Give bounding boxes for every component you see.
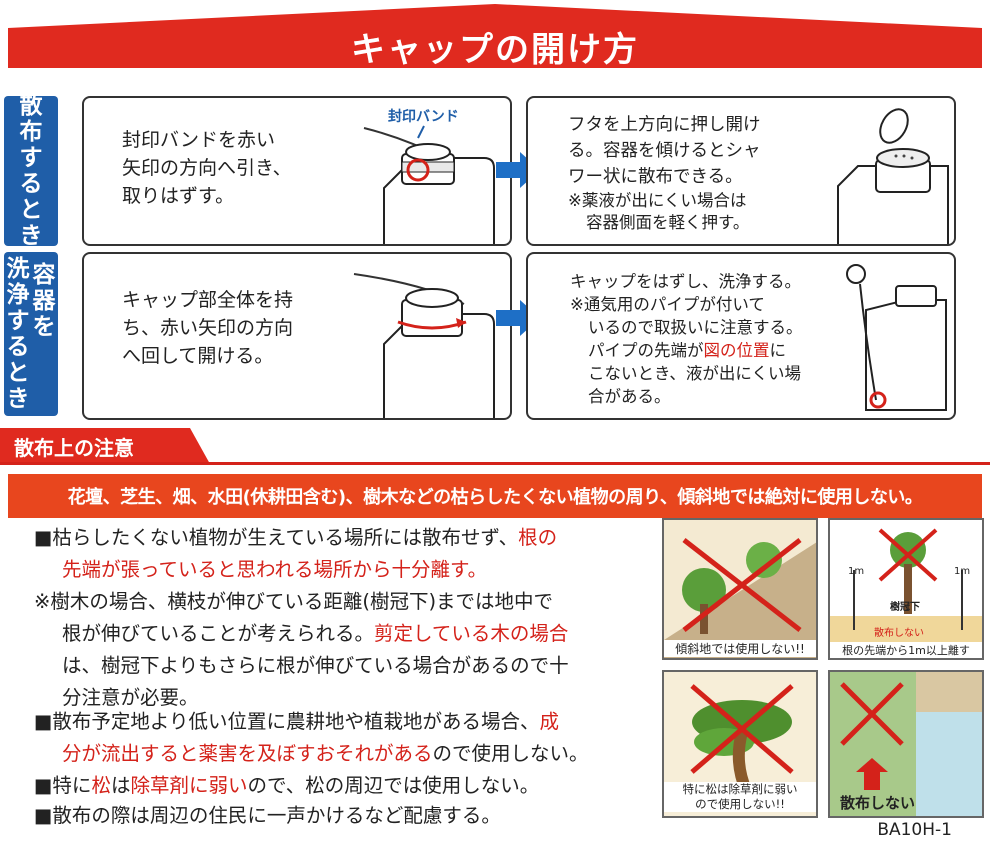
picture-root-distance: 1m 1m 樹冠下 散布しない 根の先端から1m以上離す	[828, 518, 984, 660]
picture-pine: 特に松は除草剤に弱い ので使用しない!!	[662, 670, 818, 818]
distance-label: 1m	[954, 566, 971, 577]
rule-4: ■特に松は除草剤に弱いので、松の周辺では使用しない。	[34, 774, 540, 797]
title-banner	[0, 0, 990, 88]
step-note: ※薬液が出にくい場合は 容器側面を軽く押す。	[568, 191, 750, 232]
slope-no-use-illustration	[664, 520, 816, 658]
open-cap-illustration	[837, 108, 949, 244]
document-code: BA10H-1	[877, 820, 952, 840]
rule-3: ■散布予定地より低い位置に農耕地や植栽地がある場合、成 分が流出すると薬害を及ぼ…	[34, 710, 589, 765]
callout-seal-band: 封印バンド	[388, 109, 459, 125]
picture-field: 散布しない	[828, 670, 984, 818]
warning-banner: 花壇、芝生、畑、水田(休耕田含む)、樹木などの枯らしたくない植物の周り、傾斜地で…	[8, 474, 982, 518]
step-box-wash-1: キャップ部全体を持 ち、赤い矢印の方向 へ回して開ける。	[82, 252, 512, 420]
container-pipe-illustration	[846, 264, 947, 411]
picture-caption: 傾斜地では使用しない!!	[664, 640, 816, 657]
rule-1: ■枯らしたくない植物が生えている場所には散布せず、根の 先端が張っていると思われ…	[34, 526, 558, 581]
bottle-cap-illustration	[363, 125, 495, 244]
step-box-spray-2: フタを上方向に押し開け る。容器を傾けるとシャ ワー状に散布できる。 ※薬液が出…	[526, 96, 956, 246]
root-distance-illustration	[830, 520, 982, 658]
step-box-spray-1: 封印バンドを赤い 矢印の方向へ引き、 取りはずす。 封印バンド	[82, 96, 512, 246]
section-label-wash: 洗 浄 す る と き 容 器 を	[4, 252, 58, 416]
crown-label: 樹冠下	[890, 602, 920, 613]
field-no-spray-illustration	[830, 672, 982, 816]
divider	[0, 462, 990, 465]
caution-header-banner	[0, 428, 210, 464]
caution-title: 散布上の注意	[14, 436, 134, 460]
no-spray-tag: 散布しない	[874, 628, 924, 639]
step-box-wash-2: キャップをはずし、洗浄する。 ※通気用のパイプが付いて いるので取扱いに注意する…	[526, 252, 956, 420]
no-spray-label: 散布しない	[840, 794, 916, 812]
step-text: キャップ部全体を持 ち、赤い矢印の方向 へ回して開ける。	[122, 289, 294, 367]
step-text: キャップをはずし、洗浄する。 ※通気用のパイプが付いて いるので取扱いに注意する…	[570, 272, 803, 406]
picture-slope: 傾斜地では使用しない!!	[662, 518, 818, 660]
picture-caption: 根の先端から1m以上離す	[830, 642, 982, 658]
distance-label: 1m	[848, 566, 865, 577]
step-text: 封印バンドを赤い 矢印の方向へ引き、 取りはずす。	[122, 129, 292, 207]
rule-2: ※樹木の場合、横枝が伸びている距離(樹冠下)までは地中で 根が伸びていることが考…	[34, 590, 569, 709]
rule-5: ■散布の際は周辺の住民に一声かけるなど配慮する。	[34, 804, 501, 827]
cap-rotate-illustration	[353, 273, 495, 418]
step-text: フタを上方向に押し開け る。容器を傾けるとシャ ワー状に散布できる。	[568, 115, 761, 187]
picture-caption: 特に松は除草剤に弱い ので使用しない!!	[664, 782, 816, 812]
page-title: キャップの開け方	[351, 30, 639, 70]
section-label-spray: 散 布 す る と き	[4, 93, 58, 249]
